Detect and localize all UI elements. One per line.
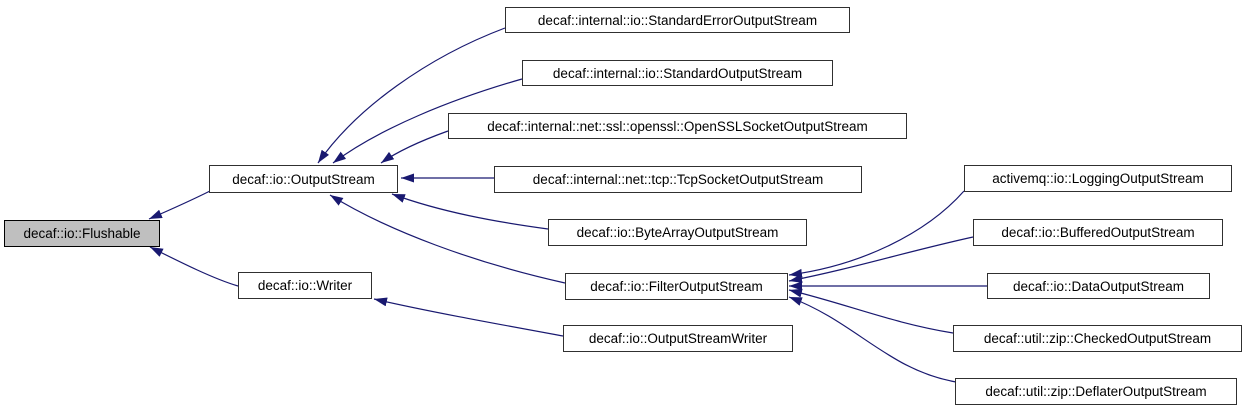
- class-node-outputstream[interactable]: decaf::io::OutputStream: [209, 165, 398, 193]
- class-label: activemq::io::LoggingOutputStream: [992, 171, 1204, 186]
- class-node-byte-array-output-stream[interactable]: decaf::io::ByteArrayOutputStream: [548, 219, 807, 246]
- inheritance-edge-deflater-output-stream-to-filter-output-stream: [788, 296, 957, 383]
- class-label: decaf::internal::net::tcp::TcpSocketOutp…: [532, 172, 824, 187]
- class-node-flushable[interactable]: decaf::io::Flushable: [4, 220, 160, 247]
- inheritance-edge-writer-to-flushable: [149, 246, 239, 287]
- class-node-buffered-output-stream[interactable]: decaf::io::BufferedOutputStream: [973, 219, 1223, 246]
- class-label: decaf::internal::io::StandardOutputStrea…: [552, 65, 803, 81]
- class-node-filter-output-stream[interactable]: decaf::io::FilterOutputStream: [565, 273, 788, 300]
- class-node-tcp-socket-output-stream[interactable]: decaf::internal::net::tcp::TcpSocketOutp…: [494, 166, 862, 193]
- class-label: decaf::internal::io::StandardErrorOutput…: [537, 12, 818, 28]
- class-node-logging-output-stream[interactable]: activemq::io::LoggingOutputStream: [964, 165, 1232, 192]
- class-node-data-output-stream[interactable]: decaf::io::DataOutputStream: [987, 273, 1210, 299]
- inheritance-edge-checked-output-stream-to-filter-output-stream: [788, 288, 954, 334]
- inheritance-edge-logging-output-stream-to-filter-output-stream: [788, 190, 965, 278]
- class-node-checked-output-stream[interactable]: decaf::util::zip::CheckedOutputStream: [953, 325, 1242, 352]
- class-node-output-stream-writer[interactable]: decaf::io::OutputStreamWriter: [563, 325, 793, 352]
- class-label: decaf::io::BufferedOutputStream: [1001, 225, 1195, 240]
- class-label: decaf::io::OutputStreamWriter: [588, 331, 768, 346]
- inheritance-edge-filter-output-stream-to-outputstream: [329, 194, 566, 284]
- class-label: decaf::internal::net::ssl::openssl::Open…: [487, 118, 868, 134]
- class-node-writer[interactable]: decaf::io::Writer: [238, 272, 372, 299]
- class-label: decaf::io::ByteArrayOutputStream: [576, 225, 779, 240]
- inheritance-edge-buffered-output-stream-to-filter-output-stream: [788, 236, 974, 283]
- class-label: decaf::io::OutputStream: [232, 171, 375, 187]
- class-label: decaf::io::Writer: [257, 278, 353, 293]
- class-node-openssl-socket-output-stream[interactable]: decaf::internal::net::ssl::openssl::Open…: [448, 113, 907, 139]
- class-label: decaf::io::DataOutputStream: [1012, 278, 1185, 294]
- inheritance-edge-openssl-socket-output-stream-to-outputstream: [380, 130, 449, 164]
- class-node-standard-output-stream[interactable]: decaf::internal::io::StandardOutputStrea…: [522, 60, 833, 86]
- class-node-standard-error-output-stream[interactable]: decaf::internal::io::StandardErrorOutput…: [505, 7, 850, 33]
- class-label: decaf::io::FilterOutputStream: [590, 279, 763, 294]
- inheritance-edge-outputstream-to-flushable: [148, 190, 211, 220]
- class-label: decaf::util::zip::CheckedOutputStream: [983, 331, 1212, 346]
- inheritance-edge-byte-array-output-stream-to-outputstream: [391, 193, 549, 230]
- class-node-deflater-output-stream[interactable]: decaf::util::zip::DeflaterOutputStream: [955, 378, 1237, 405]
- class-label: decaf::util::zip::DeflaterOutputStream: [985, 384, 1207, 399]
- class-label: decaf::io::Flushable: [23, 226, 141, 241]
- inheritance-edge-standard-error-output-stream-to-outputstream: [317, 27, 506, 164]
- inheritance-edge-output-stream-writer-to-writer: [373, 297, 564, 337]
